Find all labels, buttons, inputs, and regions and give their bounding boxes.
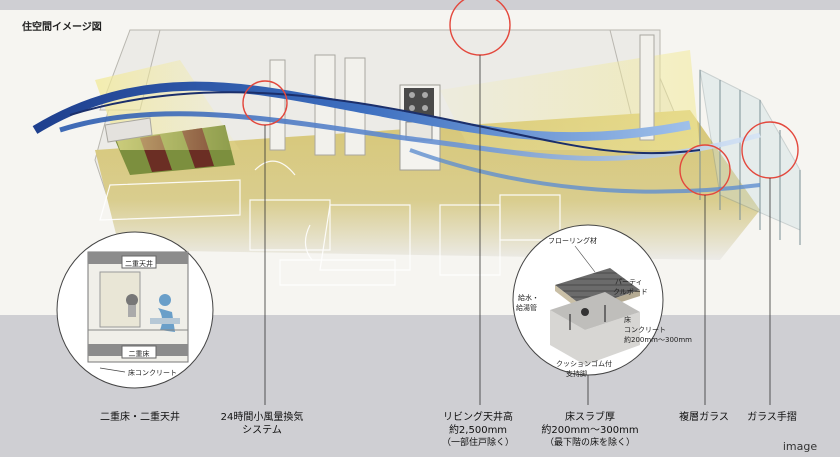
- double-floor-callout: 二重床・二重天井: [100, 410, 180, 423]
- inset-floor-label: 二重床: [129, 349, 150, 358]
- diagram-title: 住空間イメージ図: [22, 20, 102, 33]
- particle-label-1: パーティ: [615, 278, 643, 286]
- slab-callout-3: （最下階の床を除く）: [545, 436, 635, 448]
- floor-slab-inset: フローリング材 パーティ クルボード 給水・ 給湯管 床 コンクリート 約200…: [512, 224, 692, 405]
- slab-label-1: 床: [624, 315, 631, 324]
- ventilation-callout-2: システム: [242, 424, 282, 436]
- ventilation-callout-1: 24時間小風量換気: [221, 410, 304, 423]
- glass-callout: 複層ガラス: [679, 410, 729, 423]
- ceiling-callout-2: 約2,500mm: [449, 423, 507, 436]
- leader-lines: [264, 55, 771, 405]
- kitchen-island: [399, 84, 441, 171]
- pipe-label-2: 給湯管: [516, 303, 537, 312]
- callout-labels: 二重床・二重天井 24時間小風量換気 システム リビング天井高 約2,500mm…: [100, 410, 797, 448]
- air-flow: [32, 81, 761, 194]
- flooring-layer: [555, 268, 640, 308]
- cushion-label-2: 支持脚: [566, 369, 587, 378]
- concrete-layer: [550, 310, 640, 365]
- slab-label-2: コンクリート: [624, 326, 666, 334]
- railing-callout: ガラス手摺: [747, 410, 797, 423]
- light-right: [440, 50, 700, 150]
- inset-ceiling-label: 二重天井: [125, 259, 153, 268]
- slab-callout-2: 約200mm〜300mm: [541, 423, 638, 436]
- person-icon: [150, 294, 180, 332]
- cushion-label-1: クッションゴム付: [556, 359, 612, 368]
- slab-label-3: 約200mm〜300mm: [624, 335, 692, 344]
- inset-concrete-label: 床コンクリート: [128, 368, 177, 377]
- particle-label-2: クルボード: [613, 288, 648, 296]
- pipe-label-1: 給水・: [518, 293, 539, 302]
- room-detail-inset: 二重天井 二重床 床コンクリート: [56, 231, 214, 389]
- ceiling-callout-3: （一部住戸除く）: [442, 436, 514, 448]
- image-note: image: [783, 440, 817, 453]
- slab-callout-1: 床スラブ厚: [565, 410, 615, 423]
- sofa: [104, 117, 153, 143]
- plant-icon: [126, 294, 138, 317]
- ceiling-callout-1: リビング天井高: [443, 410, 513, 423]
- flooring-label: フローリング材: [548, 236, 597, 245]
